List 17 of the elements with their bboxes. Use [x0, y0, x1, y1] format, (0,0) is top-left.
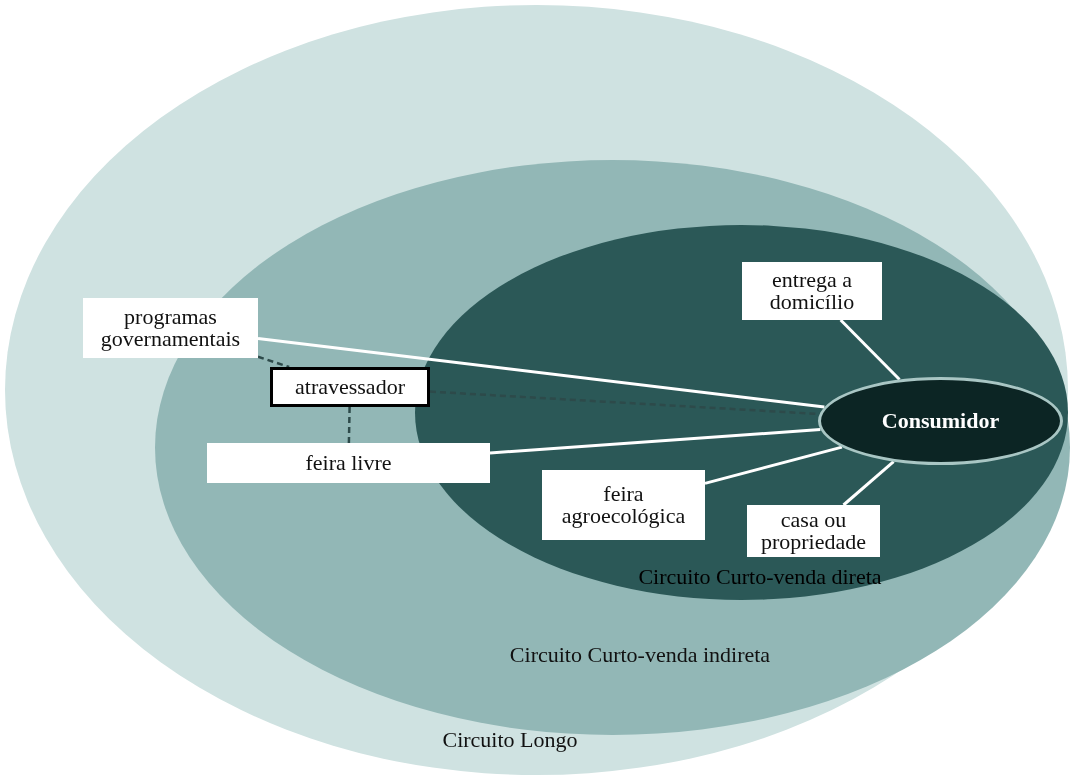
region-label: Circuito Curto-venda direta — [638, 564, 882, 590]
dashed-connector — [257, 355, 290, 369]
dashed-connector — [347, 406, 351, 444]
label-box: entrega a domicílio — [742, 262, 882, 320]
label-box: feira livre — [207, 443, 490, 483]
connector-line — [842, 460, 895, 507]
region-label: Circuito Longo — [442, 727, 578, 753]
label-box: feira agroecológica — [542, 470, 705, 540]
label-box: casa ou propriedade — [747, 505, 880, 557]
connector-line — [489, 428, 821, 455]
label-box: atravessador — [270, 367, 430, 407]
region-label: Circuito Curto-venda indireta — [509, 642, 771, 668]
connector-line — [257, 337, 825, 409]
label-box: programas governamentais — [83, 298, 258, 358]
connector-line — [704, 445, 843, 485]
connector-line — [839, 318, 901, 381]
consumer-ellipse: Consumidor — [818, 377, 1063, 465]
